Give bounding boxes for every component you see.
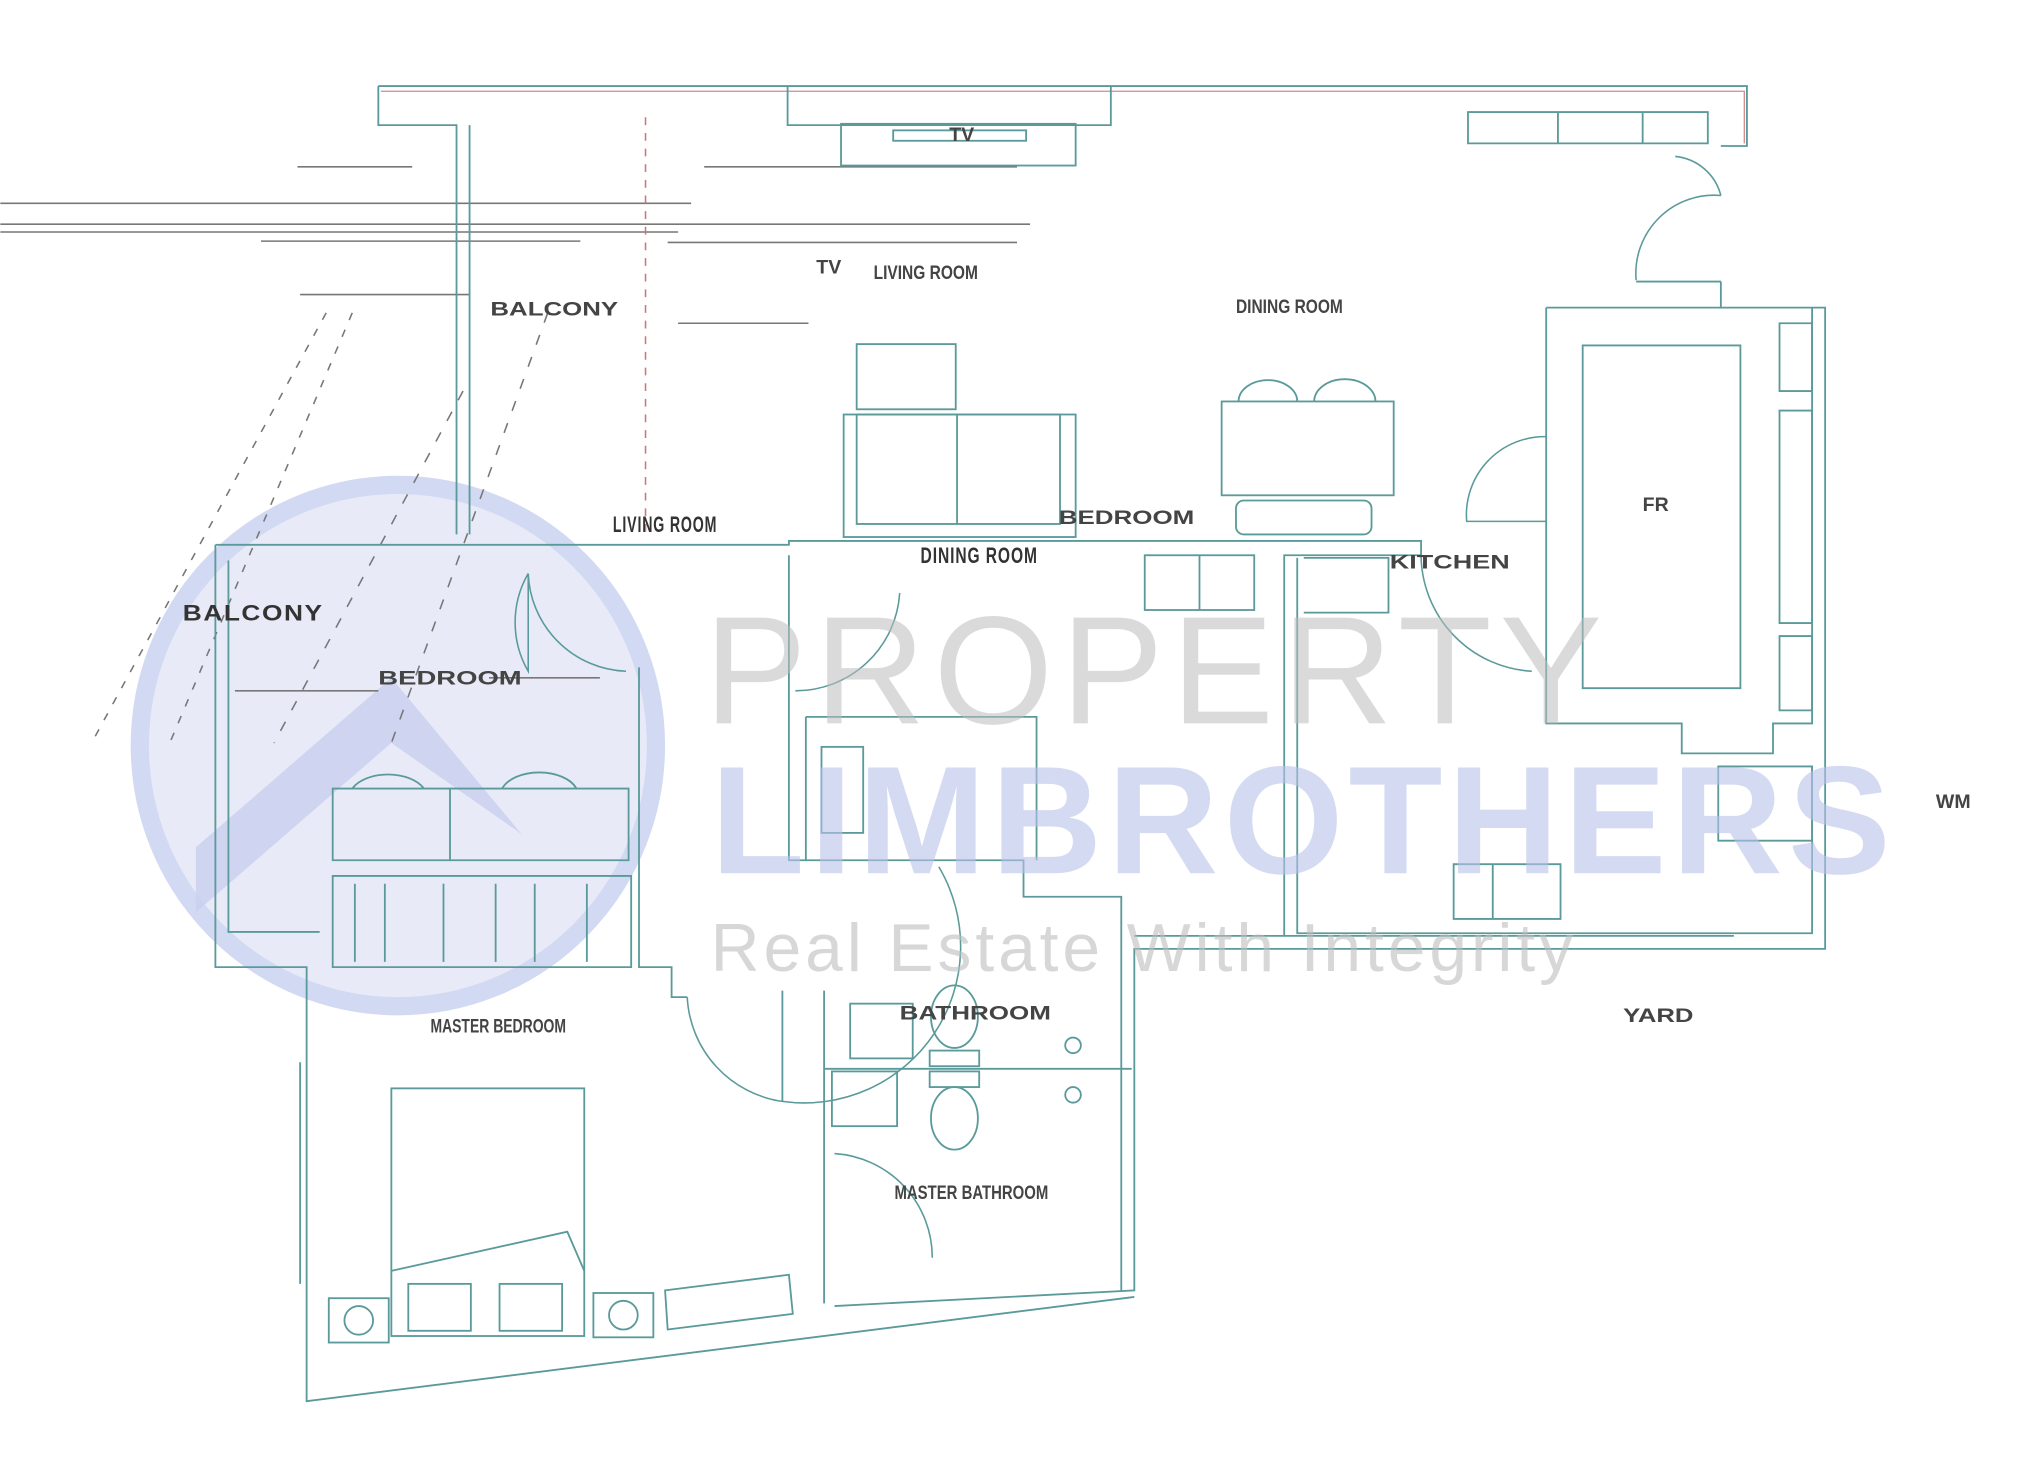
watermark-line2: LIMBROTHERS [711, 734, 1896, 906]
dining-table [1220, 400, 1395, 497]
sofa [842, 413, 1077, 538]
watermark-logo [130, 475, 666, 1016]
furniture [327, 122, 1395, 1344]
yard-label: YARD [1623, 1005, 1693, 1027]
watermark-line1: PROPERTY [704, 584, 1610, 756]
bed [390, 1087, 586, 1337]
dining-room-ghost-label: DINING ROOM [921, 543, 1038, 568]
bedroom-ghost-label: BEDROOM [378, 667, 521, 689]
wm-label: WM [1936, 791, 1971, 813]
walls [214, 85, 1827, 1403]
tv-label: TV [949, 124, 974, 146]
bathroom-label: BATHROOM [900, 1002, 1051, 1024]
watermark-tagline: Real Estate With Integrity [711, 911, 1577, 986]
dining-room-label: DINING ROOM [1236, 296, 1343, 318]
kitchen-label: KITCHEN [1390, 551, 1510, 573]
living-room-label: LIVING ROOM [874, 262, 978, 284]
tv-unit [892, 129, 1028, 142]
balcony-ghost-label: BALCONY [183, 600, 324, 625]
master-bathroom-label: MASTER BATHROOM [894, 1182, 1048, 1204]
tv-ghost-label: TV [816, 257, 841, 279]
ghost-lines [0, 117, 1031, 744]
balcony-label: BALCONY [490, 298, 618, 320]
fridge-label: FR [1643, 494, 1669, 516]
door-swings [514, 155, 1722, 1258]
living-room-ghost-label: LIVING ROOM [613, 512, 717, 537]
master-bedroom-label: MASTER BEDROOM [430, 1015, 566, 1037]
bedroom-label: BEDROOM [1059, 507, 1195, 529]
